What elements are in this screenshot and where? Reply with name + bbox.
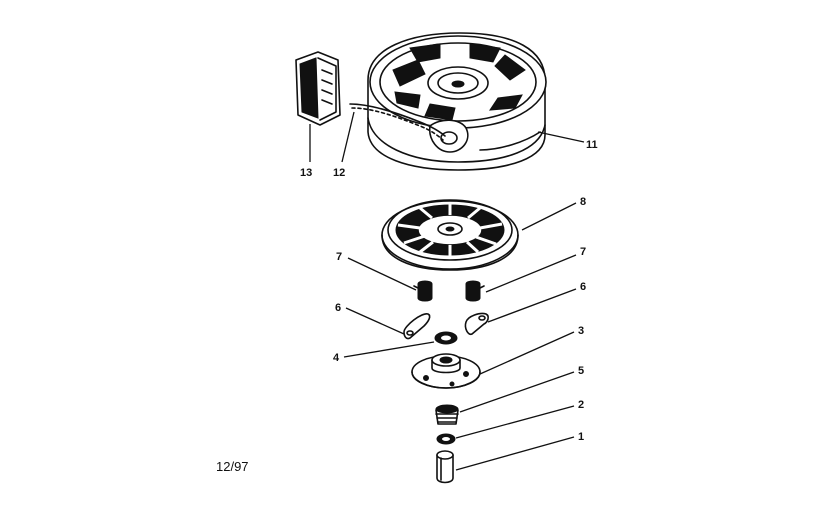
part-6-left-pawl <box>403 313 431 340</box>
part-4-washer <box>434 331 458 345</box>
part-11-starter-housing <box>367 32 547 171</box>
callout-8: 8 <box>580 196 586 208</box>
callout-labels: 13 12 11 8 7 7 6 6 4 3 5 2 1 <box>300 139 598 443</box>
leader-8 <box>521 202 577 231</box>
callout-5: 5 <box>578 365 584 377</box>
part-7-left-spring <box>413 280 433 302</box>
callout-7-left: 7 <box>336 251 342 263</box>
callout-12: 12 <box>333 167 345 179</box>
callout-13: 13 <box>300 167 312 179</box>
leader-7-right <box>485 254 577 293</box>
leader-6-left <box>345 307 405 335</box>
part-6-right-pawl <box>464 312 489 336</box>
leader-lines <box>309 111 585 471</box>
part-3-retainer-plate <box>411 353 481 389</box>
part-8-pulley <box>381 199 519 271</box>
part-5-brake-spring <box>435 404 459 425</box>
part-2-washer <box>436 433 456 445</box>
callout-11: 11 <box>586 139 598 151</box>
leader-7-left <box>347 257 417 291</box>
leader-1 <box>455 436 575 471</box>
part-13-starter-handle <box>295 51 341 126</box>
part-1-center-pin <box>436 450 454 484</box>
part-12-starter-rope <box>349 103 446 141</box>
leader-2 <box>455 405 575 439</box>
callout-3: 3 <box>578 325 584 337</box>
date-code: 12/97 <box>216 459 249 474</box>
callout-1: 1 <box>578 431 584 443</box>
callout-6-left: 6 <box>335 302 341 314</box>
leader-11 <box>537 131 585 143</box>
callout-6-right: 6 <box>580 281 586 293</box>
part-7-right-spring <box>465 280 485 302</box>
callout-4: 4 <box>333 352 340 364</box>
leader-5 <box>459 371 575 413</box>
callout-7-right: 7 <box>580 246 586 258</box>
leader-3 <box>479 331 575 375</box>
leader-12 <box>341 111 355 163</box>
leader-4 <box>343 341 435 358</box>
leader-6-right <box>487 288 577 323</box>
callout-2: 2 <box>578 399 584 411</box>
